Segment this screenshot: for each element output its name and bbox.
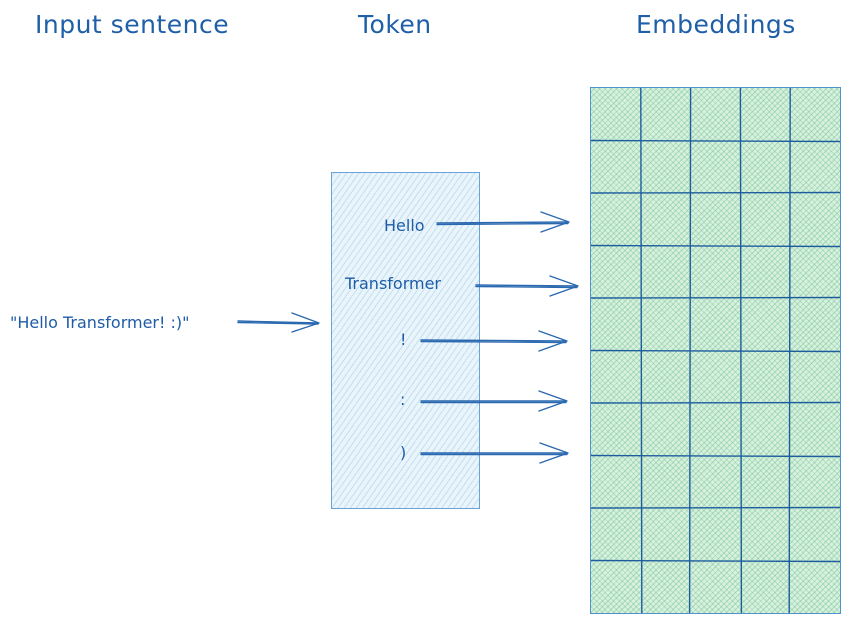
arrow-input-to-token bbox=[237, 312, 320, 333]
embeddings-heading: Embeddings bbox=[636, 10, 796, 39]
input-sentence-heading: Input sentence bbox=[35, 10, 230, 39]
token-hello: Hello bbox=[384, 216, 425, 235]
token-exclamation: ! bbox=[400, 330, 407, 349]
token-heading: Token bbox=[358, 10, 432, 39]
arrow-transformer bbox=[475, 275, 579, 297]
token-colon: : bbox=[400, 390, 406, 409]
embeddings-grid bbox=[590, 87, 841, 614]
token-transformer: Transformer bbox=[345, 274, 442, 293]
token-paren: ) bbox=[400, 443, 407, 462]
input-sentence-text: "Hello Transformer! :)" bbox=[10, 313, 190, 332]
